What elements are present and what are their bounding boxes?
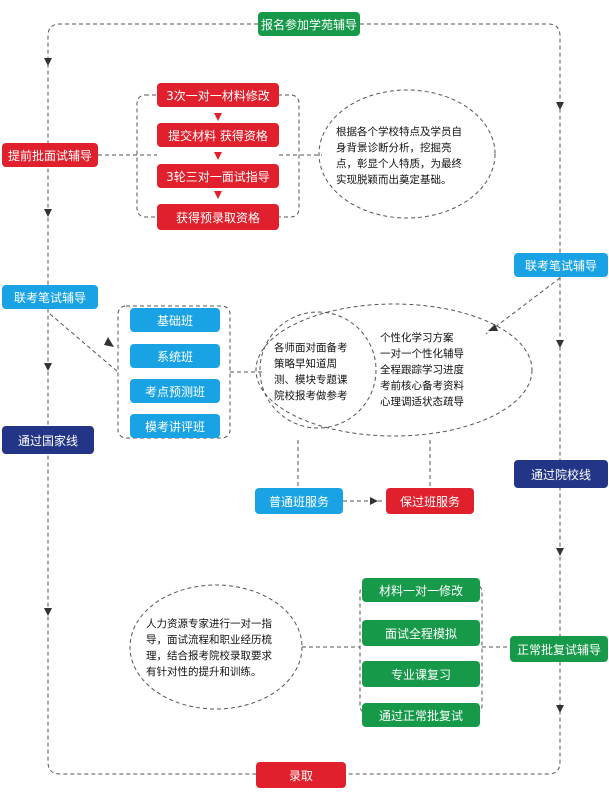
national-line-node: 通过国家线 xyxy=(2,426,94,454)
outer-flow-loop-right xyxy=(346,23,561,775)
early-note-text: 根据各个学校特点及学员自 身背景诊断分析，挖掘亮 点，彰显个人特质，为最终 实现… xyxy=(336,126,462,186)
arrowhead xyxy=(44,608,52,616)
retest-step-4: 通过正常批复试 xyxy=(362,703,480,727)
joint-to-classes xyxy=(49,313,119,373)
arrowhead xyxy=(556,102,564,110)
retest-steps-bracket xyxy=(359,583,483,715)
left-joint-exam-node: 联考笔试辅导 xyxy=(2,285,98,309)
plan-note-ellipse xyxy=(255,303,533,437)
arrowhead xyxy=(44,209,52,217)
arrowhead xyxy=(44,363,52,371)
arrowhead xyxy=(556,705,564,713)
early-step-4: 获得预录取资格 xyxy=(157,204,279,230)
arrowhead xyxy=(488,324,498,331)
retest-step-2: 面试全程模拟 xyxy=(362,620,480,646)
early-step-1: 3次一对一材料修改 xyxy=(157,83,279,107)
class-system: 系统班 xyxy=(130,344,220,368)
arrowhead xyxy=(44,58,52,66)
plan-note-text: 个性化学习方案 一对一个性化辅导 全程跟踪学习进度 考前核心备考资料 心理调适状… xyxy=(380,332,464,408)
retest-step-3: 专业课复习 xyxy=(362,661,480,687)
early-step-2: 提交材料 获得资格 xyxy=(157,123,279,147)
retest-note-text: 人力资源专家进行一对一指 导，面试流程和职业经历梳 理，结合报考院校录取要求 有… xyxy=(146,618,272,678)
arrowhead xyxy=(104,337,114,347)
right-joint-to-notes xyxy=(485,277,561,335)
class-forecast: 考点预测班 xyxy=(130,379,220,403)
arrowhead xyxy=(370,497,378,505)
step-arrow xyxy=(214,191,222,199)
teacher-note-text: 各师面对面备考 策略早知道周 测、模块专题课 院校报考做参考 xyxy=(274,342,348,402)
class-basic: 基础班 xyxy=(130,308,220,332)
step-arrow xyxy=(214,152,222,160)
retest-note-ellipse xyxy=(129,584,303,710)
early-step-3: 3轮三对一面试指导 xyxy=(157,164,279,188)
start-node: 报名参加学苑辅导 xyxy=(258,12,360,36)
early-note-ellipse xyxy=(318,89,496,219)
admitted-node: 录取 xyxy=(256,762,346,788)
early-interview-node: 提前批面试辅导 xyxy=(2,143,98,167)
teacher-note-ellipse xyxy=(259,311,377,429)
retest-step-1: 材料一对一修改 xyxy=(362,578,480,602)
guarantee-service-node: 保过班服务 xyxy=(386,488,474,514)
class-mock-review: 模考讲评班 xyxy=(130,414,220,438)
step-arrow xyxy=(214,113,222,121)
right-joint-exam-node: 联考笔试辅导 xyxy=(514,253,608,277)
arrowhead xyxy=(556,340,564,348)
arrowhead xyxy=(556,548,564,556)
regular-service-node: 普通班服务 xyxy=(255,488,343,514)
regular-retest-node: 正常批复试辅导 xyxy=(510,636,608,662)
school-line-node: 通过院校线 xyxy=(514,460,608,488)
